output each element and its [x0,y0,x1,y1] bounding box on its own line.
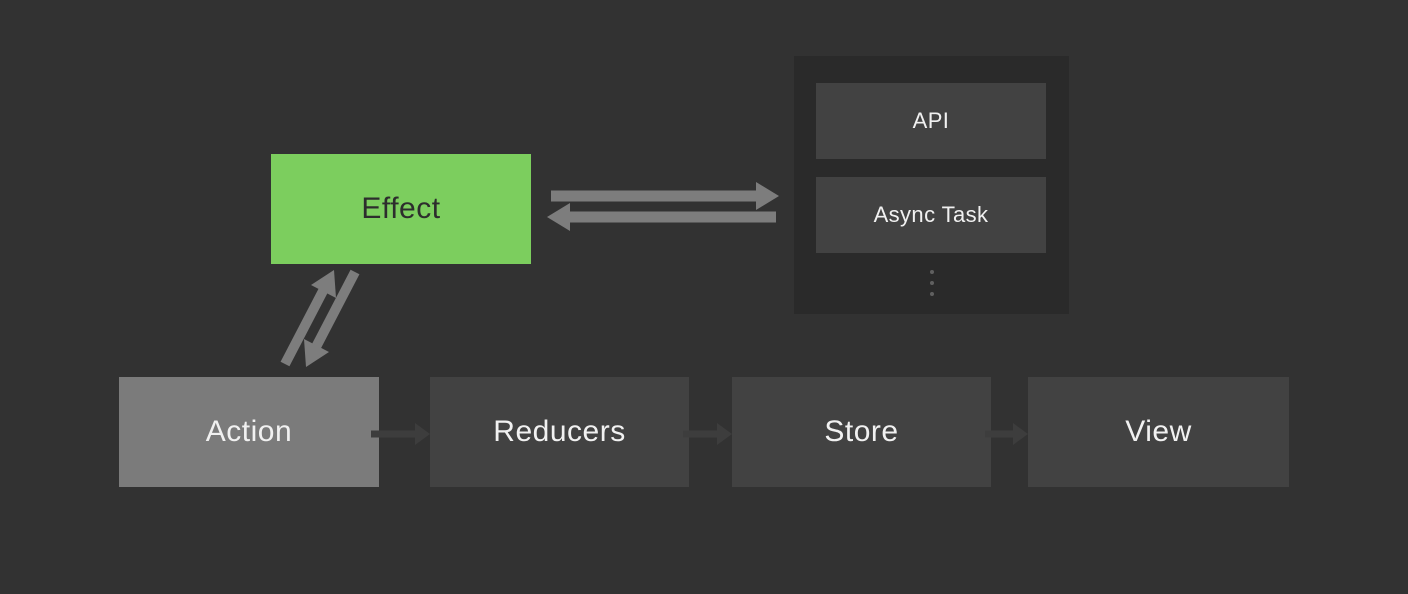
view-label: View [1125,415,1192,448]
view-box: View [1028,377,1289,487]
reducers-label: Reducers [493,415,626,448]
api-box: API [816,83,1046,159]
async-task-box: Async Task [816,177,1046,253]
reducers-box: Reducers [430,377,689,487]
arrow-effect-to-api [551,182,779,210]
effect-box: Effect [271,154,531,264]
arrow-action-to-reducers [371,423,430,445]
arrow-api-to-effect [547,203,776,231]
arrow-action-to-effect [280,270,336,367]
action-label: Action [205,415,293,448]
arrow-reducers-to-store [683,423,732,445]
effect-label: Effect [361,192,441,225]
action-box: Action [119,377,379,487]
store-box: Store [732,377,991,487]
external-services-panel: API Async Task [794,56,1069,314]
async-task-label: Async Task [873,202,989,227]
api-label: API [912,108,950,133]
arrow-store-to-view [985,423,1028,445]
vertical-ellipsis-icon [794,270,1069,296]
arrow-effect-to-action [304,269,360,367]
store-label: Store [824,415,899,448]
